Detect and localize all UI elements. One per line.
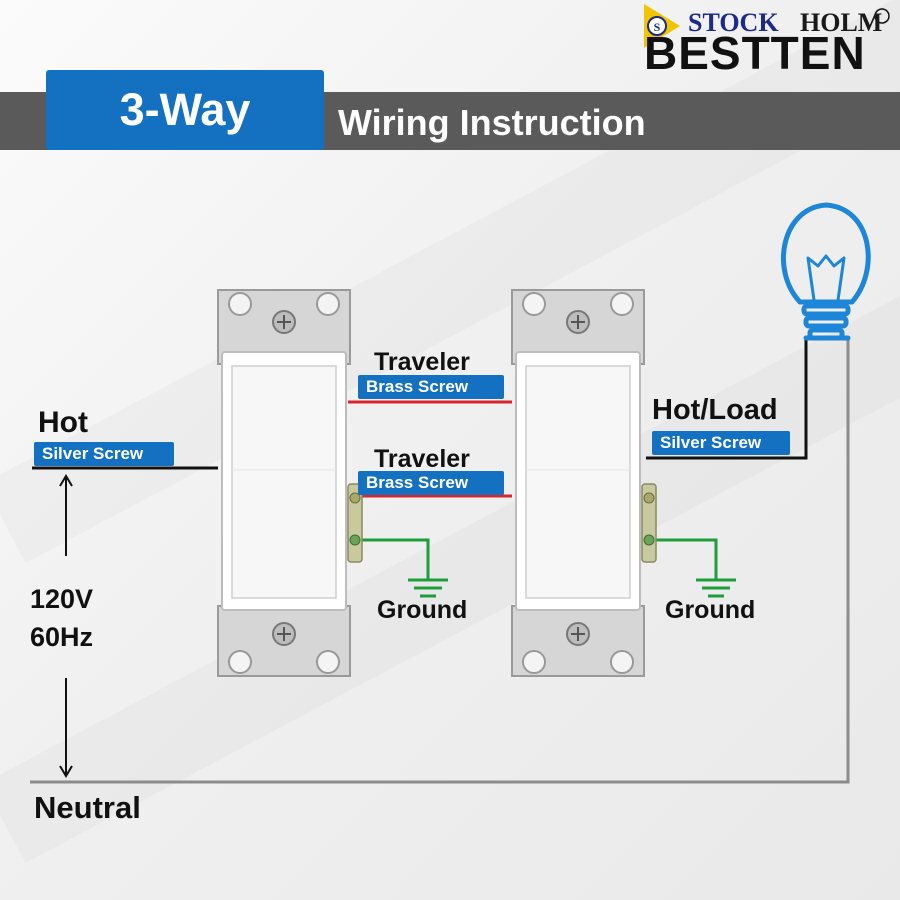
traveler-top-screw-badge: Brass Screw [358, 375, 504, 399]
ground-left-label: Ground [377, 596, 468, 624]
hot-screw-badge: Silver Screw [34, 442, 174, 466]
hot-load-label: Hot/Load [652, 394, 778, 426]
logo-brand-text: BESTTEN [644, 27, 866, 79]
ground-wire-right [656, 538, 718, 580]
brand-logo: S [644, 4, 890, 48]
ground-symbol-left-icon [408, 578, 448, 598]
logo-holm-text: HOLM [800, 8, 883, 37]
ground-right-label: Ground [665, 596, 756, 624]
neutral-label: Neutral [34, 790, 141, 825]
page-subtitle: Wiring Instruction [338, 102, 646, 143]
registered-mark-icon [874, 8, 890, 24]
ground-wire-left [362, 538, 430, 580]
traveler-top-label: Traveler [374, 348, 470, 376]
switch-right [511, 289, 657, 677]
traveler-bottom-label: Traveler [374, 445, 470, 473]
logo-stock-text: STOCK [688, 8, 779, 37]
ground-symbol-right-icon [696, 578, 736, 598]
hot-load-screw-badge: Silver Screw [652, 431, 790, 455]
voltage-arrow-down-icon [59, 678, 73, 778]
load-wire [646, 338, 808, 460]
page-title: 3-Way [46, 70, 324, 150]
frequency-label: 60Hz [30, 622, 94, 652]
voltage-arrow-up-icon [59, 474, 73, 556]
neutral-wire [30, 338, 850, 784]
traveler-bottom-screw-badge: Brass Screw [358, 471, 504, 495]
switch-left [217, 289, 363, 677]
logo-coin-icon [647, 16, 667, 36]
light-bulb-icon [780, 202, 871, 341]
svg-text:S: S [654, 20, 661, 34]
hot-label: Hot [38, 406, 88, 439]
voltage-label: 120V [30, 584, 94, 614]
